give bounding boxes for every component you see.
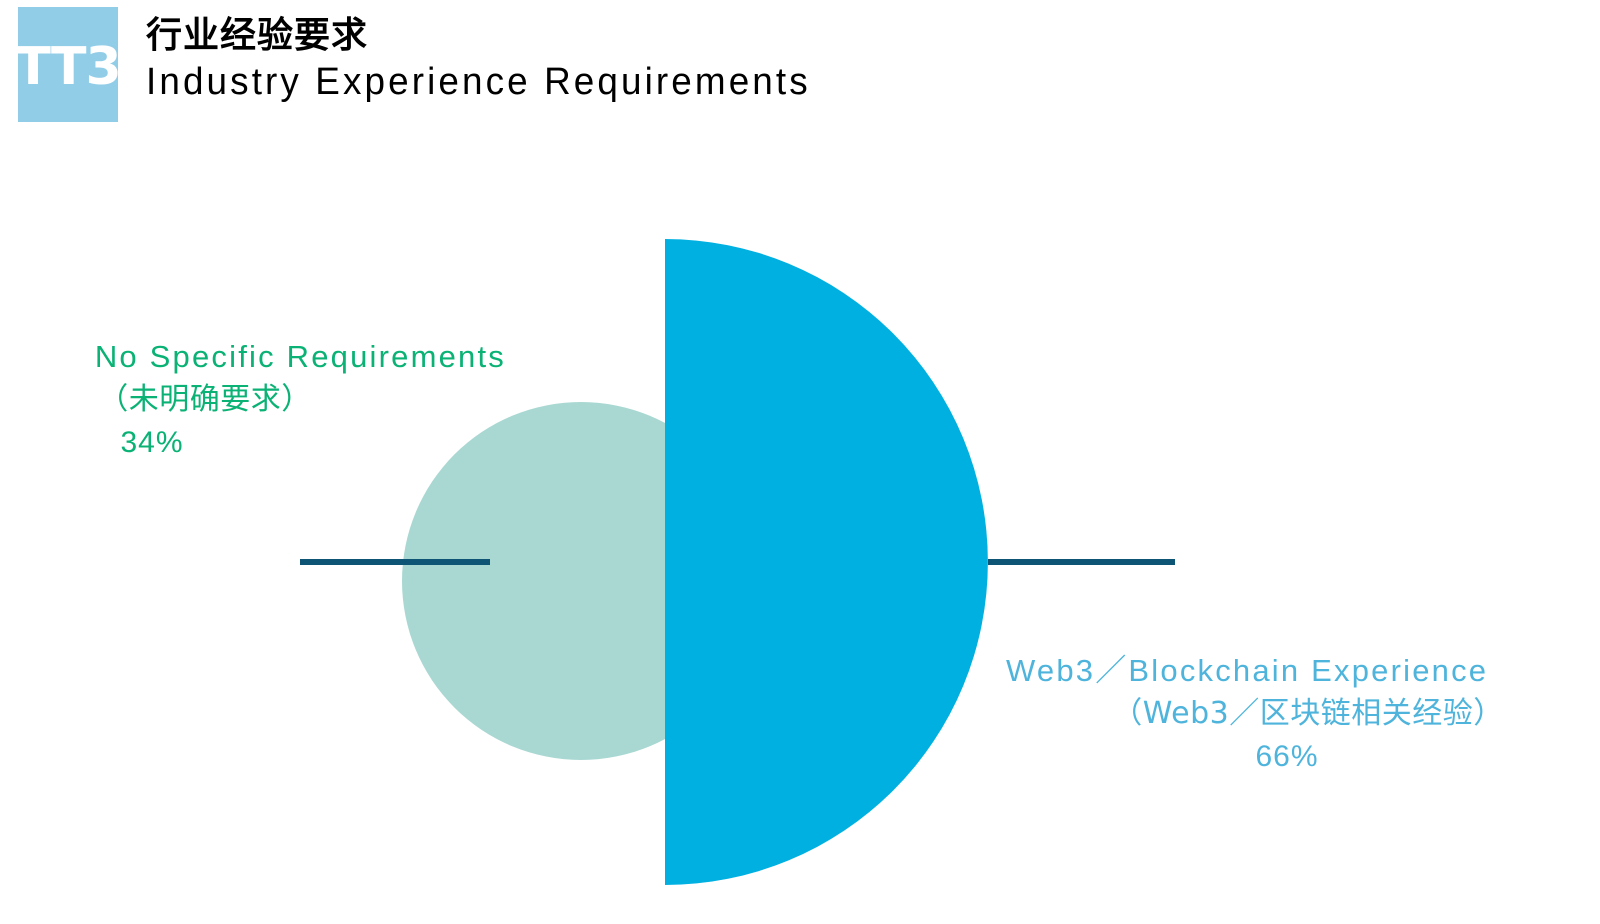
page-title: 行业经验要求 Industry Experience Requirements bbox=[146, 14, 831, 106]
slice-label-left-percent: 34% bbox=[120, 426, 184, 459]
pie-chart: No Specific Requirements （未明确要求） 34% Web… bbox=[0, 140, 1600, 924]
slice-web3-blockchain-experience[interactable] bbox=[665, 239, 988, 885]
baseline-rule-left bbox=[300, 559, 490, 565]
slice-label-right-percent: 66% bbox=[1255, 740, 1319, 773]
slice-label-web3-blockchain-experience: Web3／Blockchain Experience （Web3／区块链相关经验… bbox=[1006, 650, 1562, 778]
slice-label-right-english: Web3／Blockchain Experience bbox=[1006, 653, 1489, 688]
baseline-rule-right bbox=[988, 559, 1175, 565]
slice-label-right-chinese: （Web3／区块链相关经验） bbox=[1112, 696, 1504, 731]
slice-label-no-specific-requirements: No Specific Requirements （未明确要求） 34% bbox=[0, 336, 506, 464]
slice-label-left-chinese: （未明确要求） bbox=[98, 382, 312, 417]
brand-logo: TT3 bbox=[15, 7, 122, 122]
slide-header: TT3 行业经验要求 Industry Experience Requireme… bbox=[0, 0, 1600, 140]
brand-logo-text: TT3 bbox=[15, 36, 121, 97]
slice-label-left-english: No Specific Requirements bbox=[94, 339, 506, 374]
chart-canvas bbox=[300, 239, 1175, 885]
page-title-english: Industry Experience Requirements bbox=[146, 61, 811, 103]
page-title-chinese: 行业经验要求 bbox=[146, 15, 369, 56]
